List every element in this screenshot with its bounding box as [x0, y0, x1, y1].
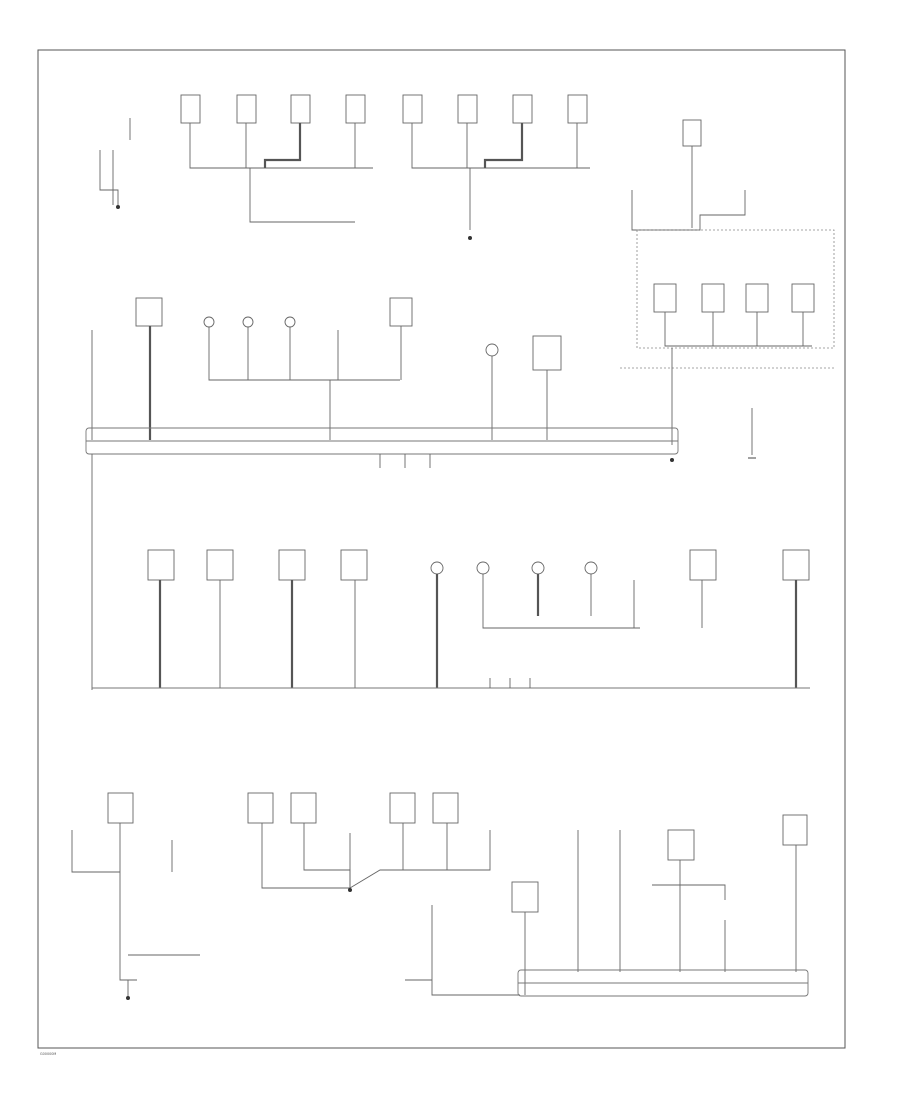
top-left-connector-row — [180, 94, 373, 223]
bottom-ground-bus — [517, 969, 809, 997]
top-left-module-group — [99, 118, 131, 209]
diagram-code-label: G00000M — [40, 1052, 56, 1056]
middle-lower-connector-row — [91, 454, 810, 690]
upper-ground-bus — [85, 427, 679, 468]
bottom-right-group — [511, 814, 808, 995]
bottom-middle-group — [247, 792, 520, 996]
diagram-frame — [37, 49, 846, 1049]
middle-upper-connector-row — [91, 297, 562, 440]
lower-ground-bus — [92, 678, 810, 689]
top-right-connector-row — [402, 94, 590, 240]
right-module-group — [620, 119, 835, 459]
bottom-left-group — [71, 792, 200, 1000]
